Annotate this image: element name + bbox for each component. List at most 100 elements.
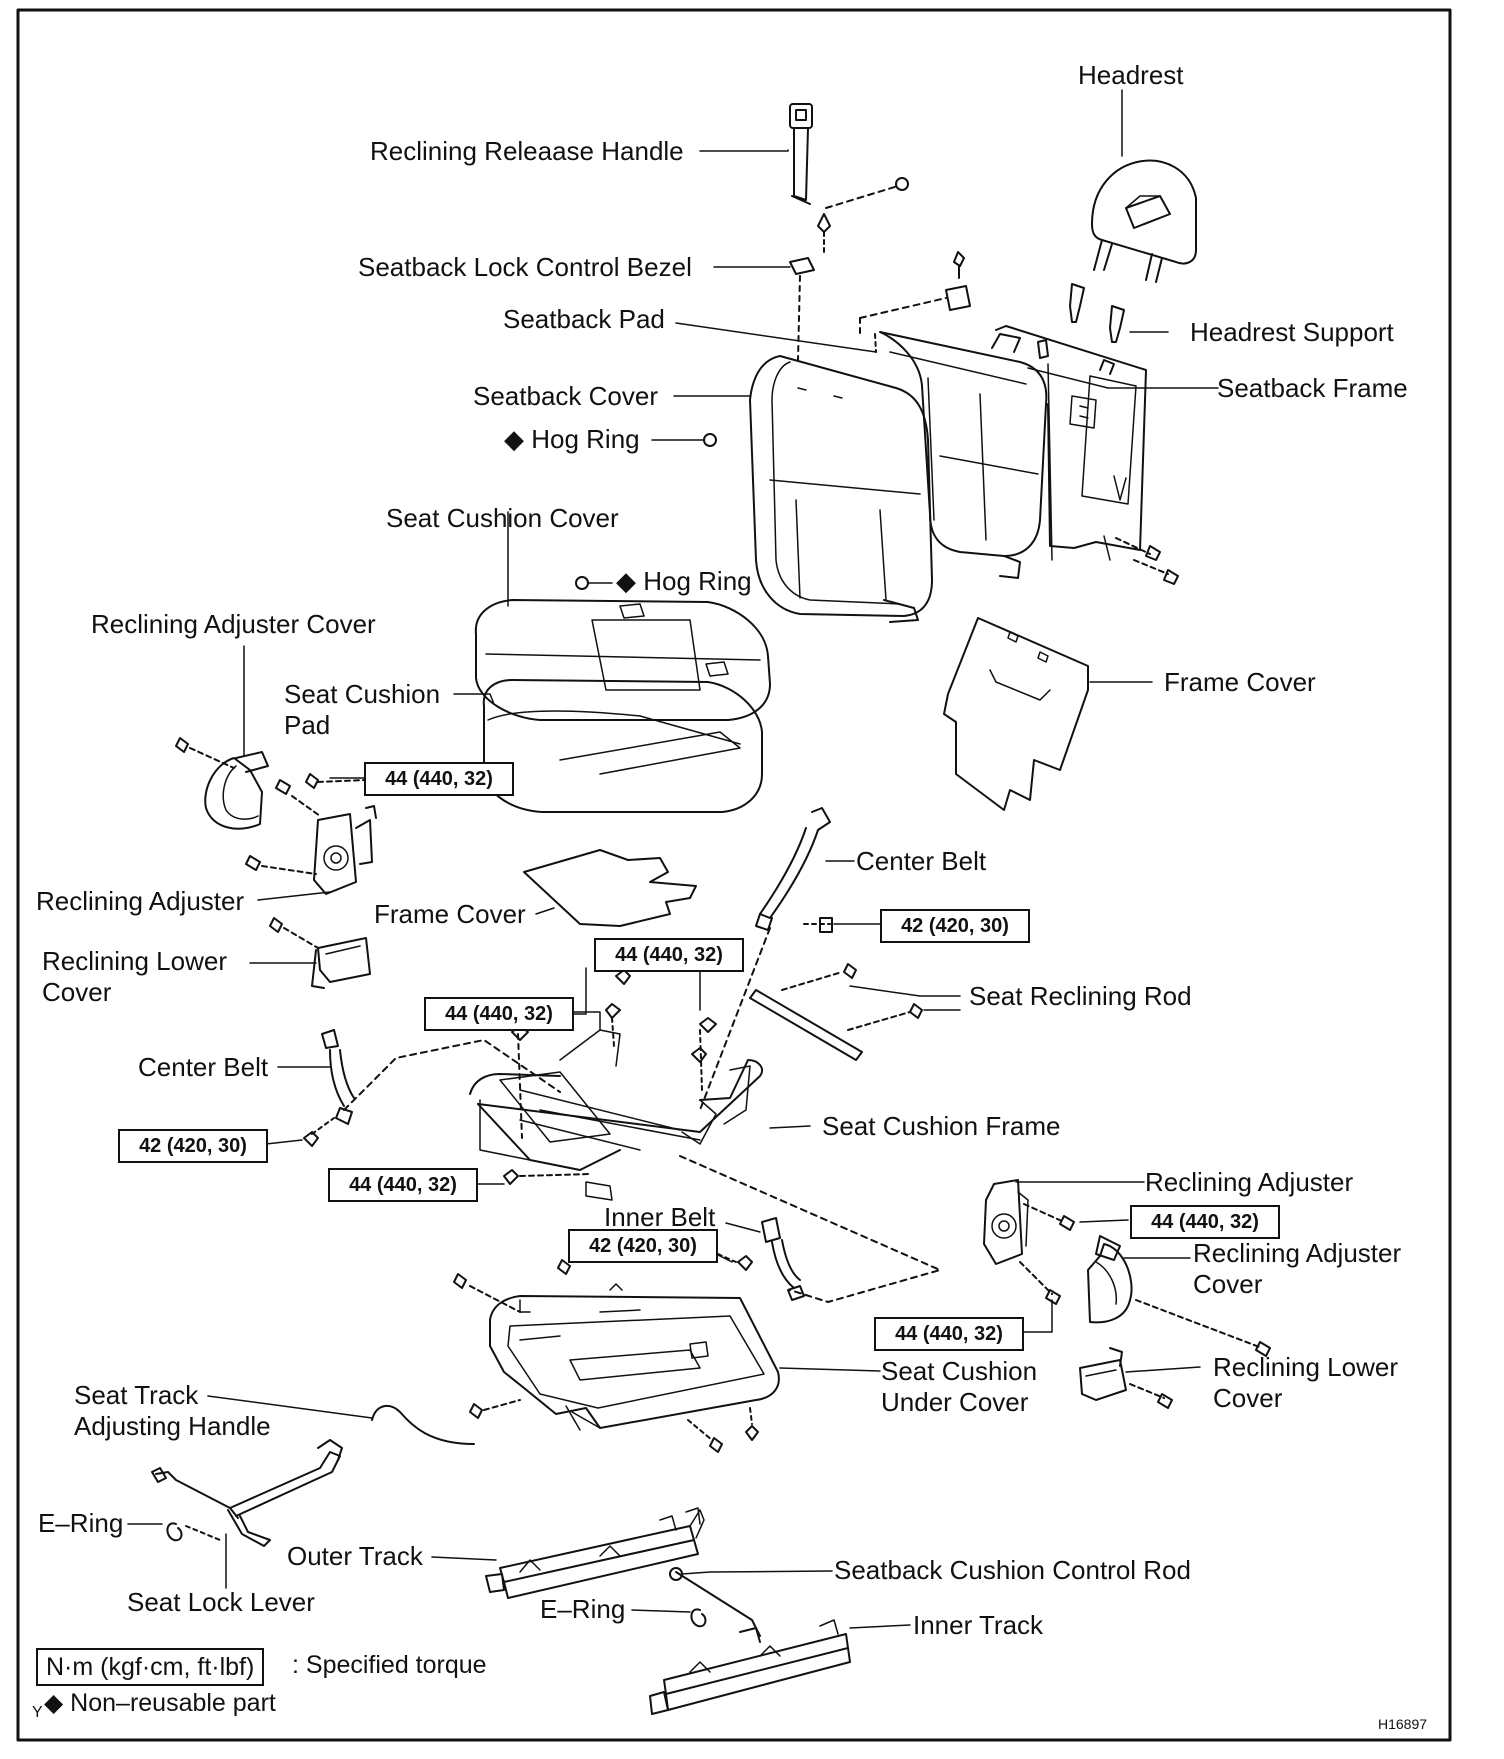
reclining-adjuster-cover-right-part bbox=[1087, 1235, 1133, 1324]
frame-cover-left-part bbox=[523, 849, 697, 927]
label-headrest-support: Headrest Support bbox=[1190, 317, 1394, 347]
label-center-belt-left: Center Belt bbox=[138, 1052, 269, 1082]
label-frame-cover-left: Frame Cover bbox=[374, 899, 526, 929]
label-seat-cushion-under-cover-1: Seat Cushion bbox=[881, 1356, 1038, 1386]
torque-spec-4: 44 (440, 32) bbox=[424, 997, 574, 1031]
hog-ring-lower-icon bbox=[575, 576, 589, 590]
label-headrest: Headrest bbox=[1078, 60, 1184, 90]
label-inner-belt: Inner Belt bbox=[604, 1202, 716, 1232]
label-frame-cover-right: Frame Cover bbox=[1164, 667, 1316, 697]
left-bolt-1 bbox=[175, 737, 189, 753]
e-ring-left-icon bbox=[166, 1522, 183, 1542]
left-bolt-3 bbox=[305, 773, 319, 789]
label-reclining-lower-cover-right-1: Reclining Lower bbox=[1213, 1352, 1398, 1382]
label-reclining-adjuster-cover-right-2: Cover bbox=[1193, 1269, 1263, 1299]
left-bolt-5 bbox=[269, 917, 283, 933]
outer-track-part bbox=[485, 1507, 705, 1599]
reclining-lower-cover-left-part bbox=[311, 937, 371, 989]
right-adjuster-bolt-2 bbox=[1045, 1289, 1061, 1305]
label-seat-track-adjusting-handle-1: Seat Track bbox=[74, 1380, 199, 1410]
right-adjuster-bolt-1 bbox=[1059, 1215, 1075, 1231]
label-seatback-cushion-control-rod: Seatback Cushion Control Rod bbox=[834, 1555, 1191, 1585]
seat-lock-lever-part bbox=[151, 1439, 343, 1547]
label-seat-reclining-rod: Seat Reclining Rod bbox=[969, 981, 1192, 1011]
center-belt-left-part bbox=[321, 1029, 355, 1125]
label-seat-cushion-cover: Seat Cushion Cover bbox=[386, 503, 619, 533]
under-cover-bolt-1 bbox=[557, 1259, 571, 1275]
hog-ring-upper-icon bbox=[703, 433, 717, 447]
seatback-lock-bezel-part bbox=[789, 257, 815, 275]
frame-nut-3 bbox=[615, 969, 631, 985]
right-lower-bolt bbox=[1157, 1393, 1173, 1409]
e-ring-center-icon bbox=[690, 1608, 707, 1628]
reclining-adjuster-cover-left-part bbox=[204, 751, 269, 830]
reclining-release-handle-part bbox=[789, 103, 813, 205]
seatback-pad-part bbox=[879, 331, 1048, 579]
label-seatback-pad: Seatback Pad bbox=[503, 304, 665, 334]
seatback-frame-bolt-2 bbox=[1163, 569, 1179, 585]
right-cover-bolt bbox=[1255, 1341, 1271, 1357]
frame-nut-2 bbox=[605, 1003, 621, 1019]
corner-mark: Y bbox=[32, 1704, 43, 1721]
torque-spec-2: 42 (420, 30) bbox=[880, 909, 1030, 943]
seatback-frame-bolt-1 bbox=[1145, 545, 1161, 561]
label-center-belt-right: Center Belt bbox=[856, 846, 987, 876]
label-reclining-adjuster-right: Reclining Adjuster bbox=[1145, 1167, 1354, 1197]
figure-code: H16897 bbox=[1378, 1716, 1428, 1732]
label-inner-track: Inner Track bbox=[913, 1610, 1044, 1640]
label-seat-lock-lever: Seat Lock Lever bbox=[127, 1587, 315, 1617]
frame-nut-6 bbox=[503, 1169, 519, 1185]
reclining-adjuster-left-part bbox=[313, 805, 377, 895]
torque-spec-3: 44 (440, 32) bbox=[594, 938, 744, 972]
left-bolt-2 bbox=[275, 779, 291, 795]
reclining-adjuster-right-part bbox=[983, 1179, 1029, 1265]
label-seat-cushion-under-cover-2: Under Cover bbox=[881, 1387, 1029, 1417]
torque-spec-5: 42 (420, 30) bbox=[118, 1129, 268, 1163]
seatback-frame-part bbox=[991, 325, 1147, 561]
seatback-bracket bbox=[945, 285, 971, 311]
under-cover-bolt-5 bbox=[745, 1425, 759, 1441]
label-e-ring-left: E–Ring bbox=[38, 1508, 124, 1538]
label-reclining-adjuster-left: Reclining Adjuster bbox=[36, 886, 245, 916]
rod-bolt-2 bbox=[909, 1003, 923, 1019]
seat-cushion-pad-part bbox=[482, 679, 763, 813]
seatback-cushion-control-rod-part bbox=[669, 1567, 761, 1643]
center-belt-bolt-right bbox=[819, 917, 833, 933]
seat-track-adjusting-handle-part bbox=[371, 1404, 475, 1445]
seat-cushion-cover-part bbox=[474, 599, 771, 721]
label-seatback-cover: Seatback Cover bbox=[473, 381, 658, 411]
under-cover-bolt-4 bbox=[709, 1437, 723, 1453]
label-seat-cushion-pad-1: Seat Cushion bbox=[284, 679, 441, 709]
label-reclining-lower-cover-right-2: Cover bbox=[1213, 1383, 1283, 1413]
label-reclining-lower-cover-left-1: Reclining Lower bbox=[42, 946, 227, 976]
seat-cushion-frame-part bbox=[469, 1029, 764, 1201]
reclining-lower-cover-right-part bbox=[1079, 1347, 1127, 1401]
label-reclining-release-handle: Reclining Releaase Handle bbox=[370, 136, 684, 166]
inner-belt-bolt bbox=[737, 1255, 753, 1271]
release-handle-dash bbox=[825, 185, 899, 209]
label-reclining-lower-cover-left-2: Cover bbox=[42, 977, 112, 1007]
center-belt-bolt-left bbox=[303, 1131, 319, 1147]
frame-nut-5 bbox=[691, 1047, 707, 1063]
label-reclining-adjuster-cover-left: Reclining Adjuster Cover bbox=[91, 609, 376, 639]
seat-reclining-rod-part bbox=[749, 989, 863, 1061]
headrest-supports bbox=[1069, 283, 1125, 343]
label-seat-track-adjusting-handle-2: Adjusting Handle bbox=[74, 1411, 271, 1441]
left-bolt-4 bbox=[245, 855, 261, 871]
frame-nut-4 bbox=[699, 1017, 717, 1033]
center-belt-right-part bbox=[755, 807, 831, 931]
label-seatback-lock-control-bezel: Seatback Lock Control Bezel bbox=[358, 252, 692, 282]
label-seat-cushion-pad-2: Pad bbox=[284, 710, 331, 740]
under-cover-bolt-2 bbox=[453, 1273, 467, 1289]
torque-spec-9: 44 (440, 32) bbox=[874, 1317, 1024, 1351]
label-hog-ring-lower: ◆ Hog Ring bbox=[616, 566, 752, 596]
torque-spec-1: 44 (440, 32) bbox=[364, 762, 514, 796]
legend-nonreusable: ◆ Non–reusable part bbox=[44, 1689, 276, 1717]
label-seatback-frame: Seatback Frame bbox=[1217, 373, 1408, 403]
label-e-ring-center: E–Ring bbox=[540, 1594, 626, 1624]
torque-spec-8: 42 (420, 30) bbox=[568, 1229, 718, 1263]
inner-track-part bbox=[649, 1619, 851, 1715]
seatback-cover-part bbox=[749, 355, 933, 623]
